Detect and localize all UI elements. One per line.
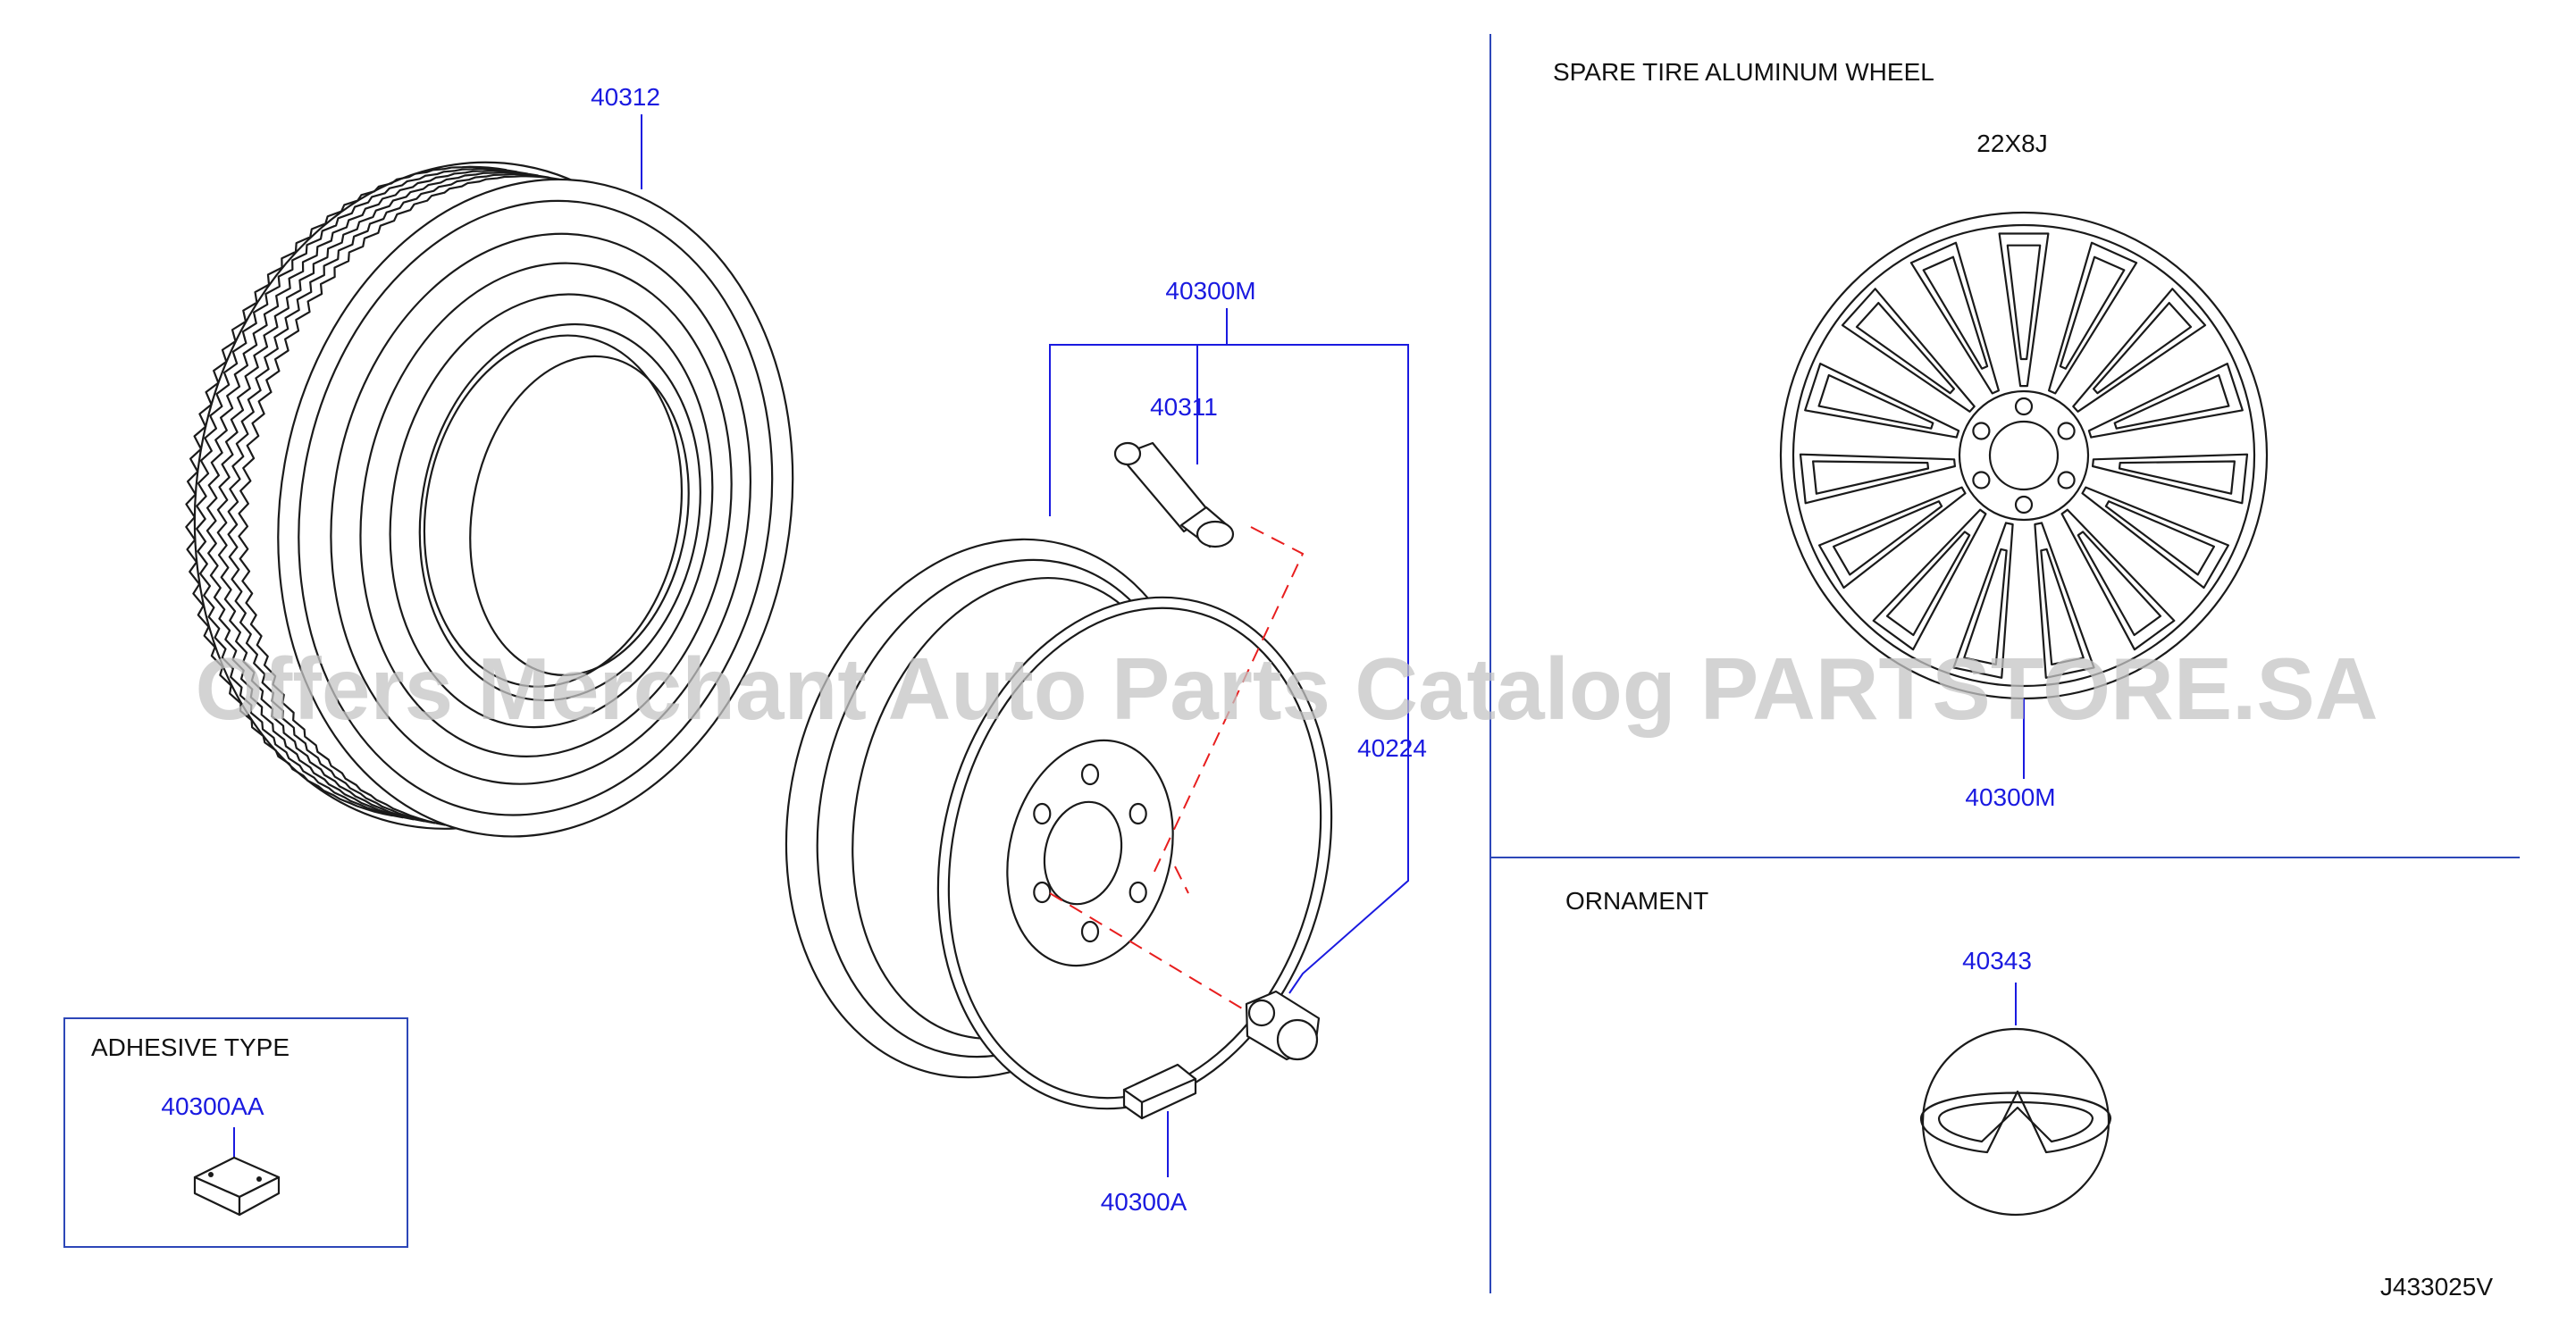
spare-wheel-spokes: [1799, 232, 2249, 679]
spare-wheel-lug-holes: [1972, 397, 2076, 514]
panel-frame: [1489, 34, 2520, 1293]
spoke-window: [1817, 373, 1934, 430]
tire-tread-row: [227, 172, 550, 824]
spoke: [2072, 288, 2207, 413]
ornament-part-number[interactable]: 40343: [1962, 947, 2032, 974]
tire-drawing: [185, 161, 794, 838]
wheel-drawing: [785, 538, 1333, 1110]
spare-wheel-part-number[interactable]: 40300M: [1965, 783, 2055, 811]
tire-tread-row: [216, 171, 540, 823]
spoke-window: [2006, 244, 2042, 361]
ornament-drawing: [1919, 1027, 2112, 1217]
spare-wheel-size: 22X8J: [1976, 130, 2047, 157]
assembly-guide-lines: [1049, 526, 1305, 1012]
ornament-caption: ORNAMENT: [1565, 887, 1708, 915]
spoke-window: [2077, 531, 2162, 637]
spoke-window: [2059, 255, 2126, 370]
spoke: [2092, 453, 2249, 505]
watermark-text: Offers Merchant Auto Parts Catalog PARTS…: [195, 640, 2378, 738]
tire-tread-row: [185, 165, 508, 817]
lug-hole: [1129, 881, 1147, 904]
lug-nut-part-number[interactable]: 40224: [1357, 734, 1427, 762]
valve-stem-drawing: [1113, 441, 1235, 548]
spoke: [1872, 508, 1987, 651]
spare-lug-hole: [2057, 422, 2076, 440]
spare-aluminum-wheel-drawing: [1779, 211, 2269, 700]
spoke-window: [1922, 255, 1989, 370]
spare-lug-hole: [1972, 422, 1991, 440]
spoke: [2060, 508, 2176, 651]
spoke: [1909, 241, 2000, 395]
spoke-window: [1855, 302, 1955, 395]
balance-weight-part-number[interactable]: 40300A: [1101, 1188, 1187, 1216]
lug-hole: [1080, 920, 1100, 943]
tire-tread-row: [238, 175, 560, 826]
tire-tread-row: [206, 169, 529, 821]
spoke-window: [2093, 302, 2193, 395]
lug-nut-drawing: [1245, 990, 1321, 1061]
lug-hole: [1033, 881, 1052, 904]
lug-hole: [1033, 802, 1052, 825]
spoke: [1841, 288, 1976, 413]
spoke-window: [2040, 548, 2085, 665]
spare-lug-hole: [1972, 471, 1991, 489]
tire-tread-row: [196, 167, 518, 819]
spoke: [2081, 486, 2229, 590]
spoke-window: [2118, 460, 2236, 495]
adhesive-type-box: ADHESIVE TYPE 40300AA: [63, 1017, 408, 1248]
spoke-window: [2113, 373, 2230, 430]
lug-hole: [1080, 763, 1100, 786]
tire-part-number[interactable]: 40312: [591, 83, 660, 111]
spoke-window: [1885, 531, 1971, 637]
spoke-window: [1812, 460, 1930, 495]
adhesive-weight-drawing: [193, 1156, 281, 1217]
spoke: [1818, 486, 1967, 590]
lug-hole: [1129, 802, 1147, 825]
spoke-window: [2104, 500, 2215, 576]
valve-stem-part-number[interactable]: 40311: [1150, 393, 1218, 421]
infiniti-emblem-icon: [1919, 1090, 2112, 1154]
wheel-assembly-bracket: [1049, 308, 1409, 1177]
spare-lug-hole: [2057, 471, 2076, 489]
balance-weight-drawing: [1122, 1063, 1197, 1120]
wheel-lug-holes: [1033, 763, 1147, 943]
spoke-window: [1833, 500, 1943, 576]
spoke: [2048, 241, 2138, 395]
spoke-window: [1963, 548, 2008, 665]
tire-tread-pattern: [185, 165, 560, 826]
adhesive-type-caption: ADHESIVE TYPE: [91, 1033, 289, 1061]
spare-wheel-caption: SPARE TIRE ALUMINUM WHEEL: [1553, 58, 1934, 86]
spoke: [1799, 453, 1956, 505]
wheel-assembly-part-number[interactable]: 40300M: [1165, 277, 1255, 305]
adhesive-weight-part-number[interactable]: 40300AA: [161, 1092, 264, 1120]
spare-lug-hole: [2014, 495, 2034, 514]
diagram-code: J433025V: [2380, 1273, 2493, 1301]
spare-lug-hole: [2014, 397, 2034, 416]
